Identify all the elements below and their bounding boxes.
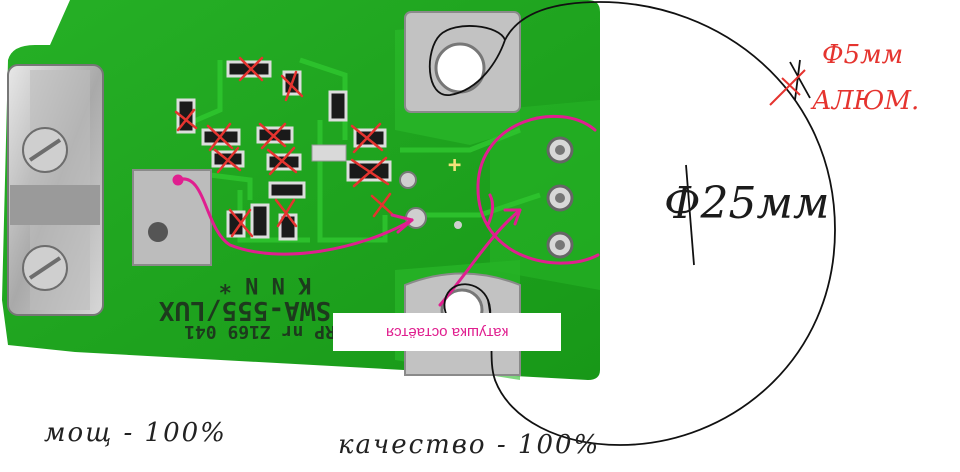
silkscreen-model: SWA-555/LUX xyxy=(159,295,332,325)
loop-diameter-note: Ф25мм xyxy=(664,178,830,229)
rod-diameter-note: Ф5мм xyxy=(822,40,904,70)
red-pointer xyxy=(769,69,806,106)
loop-drawing xyxy=(428,1,836,446)
rod-material-note: АЛЮМ. xyxy=(812,86,920,116)
screw-icon xyxy=(22,245,68,291)
solder-pad-left xyxy=(132,169,212,266)
antenna-pin-icon xyxy=(546,184,574,212)
quality-note: качество - 100% xyxy=(338,430,601,460)
silkscreen-serial-text: RP nr Z169 041 xyxy=(184,321,336,342)
coil-label-box: катушка остаётся xyxy=(333,313,561,351)
antenna-pin-icon xyxy=(546,231,574,259)
power-note: мощ - 100% xyxy=(44,418,227,448)
screw-icon xyxy=(22,127,68,173)
red-cross-marks xyxy=(174,56,394,238)
silkscreen-model-text: SWA-555/LUX xyxy=(159,295,332,325)
polarity-mark: + xyxy=(448,153,461,178)
silkscreen-letters: K N N * xyxy=(219,272,312,297)
silkscreen-serial: RP nr Z169 041 xyxy=(184,321,336,342)
antenna-pin-icon xyxy=(546,136,574,164)
magenta-marker-strokes xyxy=(172,114,600,307)
coil-note: катушка остаётся xyxy=(385,323,509,341)
silkscreen-knn: K N N * xyxy=(219,272,312,297)
